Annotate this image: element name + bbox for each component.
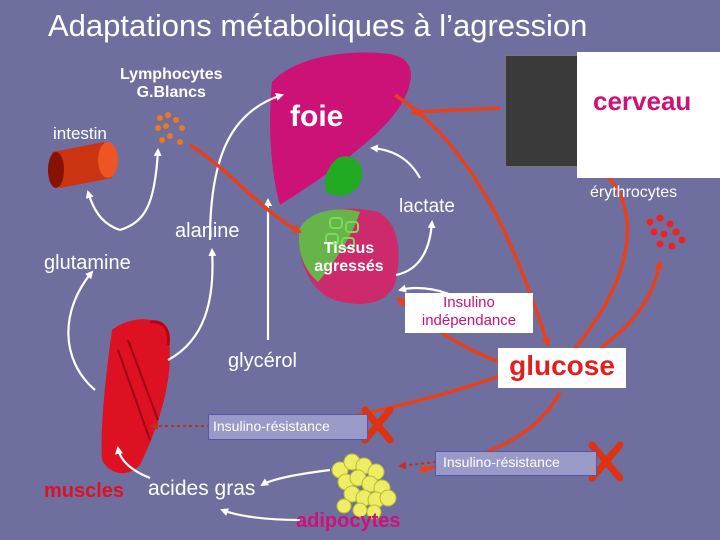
cerveau-box <box>577 52 720 178</box>
arrow-lymph-glucose <box>189 143 302 234</box>
page-title: Adaptations métaboliques à l’agression <box>48 8 588 43</box>
arrow-glutamine-intestine <box>85 190 121 232</box>
arrow-glucose-cerveau <box>573 168 630 350</box>
adipocytes-label: adipocytes <box>296 510 401 532</box>
lymphocytes-label: Lymphocytes G.Blancs <box>120 66 223 101</box>
lymphocytes-icon <box>155 112 185 145</box>
adipocytes-icon <box>331 453 397 520</box>
erythrocytes-icon <box>646 214 686 250</box>
arrow-acides-muscle <box>115 446 151 480</box>
lactate-label: lactate <box>399 196 455 217</box>
glucose-label: glucose <box>509 350 615 381</box>
acides-gras-label: acides gras <box>148 477 256 500</box>
arrow-muscle-alanine <box>167 248 217 361</box>
insulino-resistance-box-2 <box>435 451 597 476</box>
tissue-green-shape <box>298 209 360 282</box>
intestine-icon <box>48 142 118 188</box>
glycerol-label: glycérol <box>228 350 297 372</box>
insulino-dependance-label: Insulino indépendance <box>421 294 517 329</box>
tissus-label: Tissus agressés <box>314 240 384 275</box>
arrow-adipocytes-glycerol <box>220 508 301 522</box>
glutamine-label: glutamine <box>44 252 131 274</box>
arrow-muscle-glutamine <box>67 270 96 391</box>
arrow-tissue-lactate <box>395 220 436 277</box>
brain-scan-image <box>505 55 579 167</box>
arrow-lactate-liver <box>370 144 421 179</box>
liver-shape <box>270 52 411 206</box>
insulino-resistance-label-1: Insulino-résistance <box>213 418 330 434</box>
cross-icon-1 <box>361 406 394 444</box>
arrow-alanine-liver <box>208 93 284 241</box>
cerveau-label: cerveau <box>593 86 692 116</box>
white-arrows <box>67 93 461 522</box>
insulino-resistance-label-2: Insulino-résistance <box>443 454 560 470</box>
gallbladder-shape <box>324 156 363 196</box>
arrow-insres-fat <box>398 461 437 470</box>
insulino-dependance-box <box>405 293 533 333</box>
arrow-liver-glucose <box>394 93 551 347</box>
arrow-glucose-erythrocytes <box>598 260 664 350</box>
alanine-label: alanine <box>175 220 240 242</box>
arrow-cerveau-red <box>410 106 501 117</box>
muscle-icon <box>101 319 170 474</box>
arrow-fat-acides <box>260 468 331 487</box>
foie-label: foie <box>290 100 344 133</box>
tissue-cells <box>325 217 359 249</box>
muscles-label: muscles <box>44 480 125 502</box>
arrow-glutamine-lymphocytes <box>119 148 162 232</box>
erythrocytes-label: érythrocytes <box>590 184 678 201</box>
intestin-label: intestin <box>53 124 107 143</box>
insulino-resistance-box-1 <box>208 414 368 440</box>
glucose-box <box>498 348 626 388</box>
